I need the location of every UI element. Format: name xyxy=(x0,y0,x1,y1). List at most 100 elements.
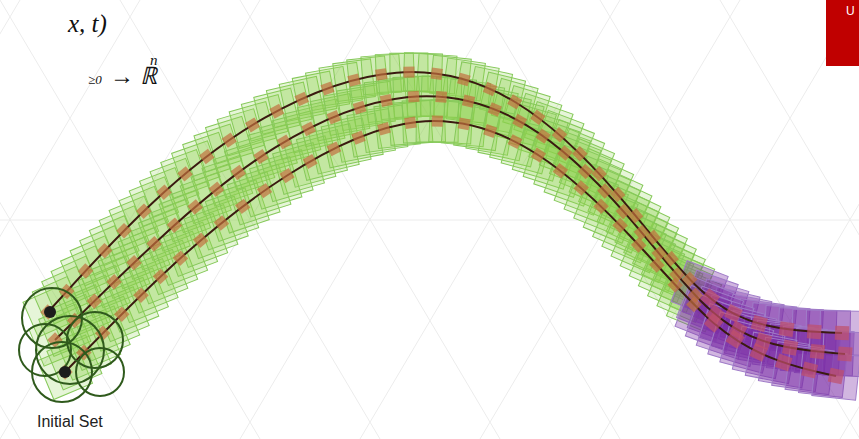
brown-box xyxy=(531,148,546,163)
brown-box xyxy=(78,263,94,279)
brown-box xyxy=(153,269,169,285)
brown-box xyxy=(631,237,647,253)
brown-box xyxy=(136,203,152,219)
brown-box xyxy=(403,67,414,78)
brown-box xyxy=(327,141,342,156)
brown-box xyxy=(40,304,56,320)
brown-box xyxy=(610,187,626,203)
brown-box xyxy=(222,132,237,147)
brown-box xyxy=(807,324,822,339)
brown-box xyxy=(651,246,666,261)
brown-box xyxy=(301,121,316,136)
brown-box xyxy=(146,236,162,252)
reach-tubes xyxy=(23,53,859,400)
brown-box xyxy=(116,223,132,239)
brown-box xyxy=(597,183,613,199)
brown-box xyxy=(557,145,572,160)
brown-box xyxy=(553,163,568,178)
brown-box xyxy=(616,204,632,220)
brown-box xyxy=(97,243,113,259)
brown-box xyxy=(667,277,683,293)
brown-box xyxy=(488,102,502,116)
purple-box xyxy=(812,352,859,400)
brown-box xyxy=(193,233,209,249)
brown-box xyxy=(253,149,268,164)
brown-box xyxy=(686,297,702,313)
trajectories xyxy=(48,72,845,376)
math-label: → ℝ xyxy=(110,58,157,91)
brown-box xyxy=(457,73,471,87)
math-label: n xyxy=(150,52,158,69)
brown-box xyxy=(320,81,334,95)
brown-box xyxy=(612,218,628,234)
brown-box xyxy=(375,68,388,81)
brown-box xyxy=(269,104,284,119)
brown-box xyxy=(507,94,522,109)
brown-box xyxy=(749,343,768,362)
brown-box xyxy=(591,166,607,182)
brown-box xyxy=(353,101,367,115)
brown-box xyxy=(682,272,698,288)
brown-box xyxy=(628,208,643,223)
brown-box xyxy=(209,182,224,197)
brown-box xyxy=(593,199,609,215)
brown-box xyxy=(724,304,743,323)
brown-box xyxy=(775,354,793,372)
brown-box xyxy=(535,128,550,143)
brown-box xyxy=(404,117,417,130)
initial-circle xyxy=(67,312,123,368)
brown-box xyxy=(327,110,341,124)
math-label: x, t) xyxy=(68,10,107,38)
brown-box xyxy=(173,250,189,266)
brown-box xyxy=(782,340,798,356)
brown-box xyxy=(530,110,545,125)
initial-set xyxy=(19,288,124,402)
initial-circle xyxy=(22,288,82,348)
brown-box xyxy=(114,306,130,322)
brown-box xyxy=(133,287,149,303)
brown-box xyxy=(106,274,122,290)
brown-box xyxy=(57,364,73,380)
brown-box xyxy=(552,127,568,143)
brown-box xyxy=(279,168,294,183)
brown-box xyxy=(508,134,523,149)
math-label: ≥0 xyxy=(88,72,102,88)
brown-box xyxy=(634,225,649,240)
brown-box xyxy=(835,326,850,341)
brown-box xyxy=(801,362,818,379)
corner-tag xyxy=(826,0,859,66)
brown-box xyxy=(187,199,203,215)
brown-box xyxy=(779,321,795,337)
brown-box xyxy=(725,329,744,348)
brown-box xyxy=(649,257,665,273)
brown-box xyxy=(199,149,214,164)
brown-box xyxy=(572,146,588,162)
brown-box xyxy=(512,114,527,129)
caption-label: Initial Set xyxy=(37,413,103,431)
brown-box xyxy=(810,344,825,359)
start-dot xyxy=(59,366,71,378)
trajectory xyxy=(65,121,836,376)
start-dot xyxy=(44,306,56,318)
trajectory xyxy=(48,72,842,333)
brown-box xyxy=(704,313,724,333)
brown-box xyxy=(167,217,183,233)
brown-box xyxy=(578,164,594,180)
brown-box xyxy=(126,255,142,271)
brown-box xyxy=(837,346,852,361)
initial-circle xyxy=(76,348,124,396)
brown-box xyxy=(462,95,475,108)
trajectory xyxy=(55,96,845,354)
brown-box xyxy=(156,184,172,200)
brown-box xyxy=(257,183,272,198)
brown-box xyxy=(231,165,246,180)
brown-box xyxy=(87,293,103,309)
brown-box xyxy=(458,118,471,131)
brown-box xyxy=(483,82,498,97)
purple-boxes xyxy=(671,261,859,401)
brown-box xyxy=(431,68,443,80)
brown-box xyxy=(177,166,192,181)
brown-box xyxy=(347,73,360,86)
brown-box xyxy=(408,91,420,103)
brown-box xyxy=(214,215,229,230)
